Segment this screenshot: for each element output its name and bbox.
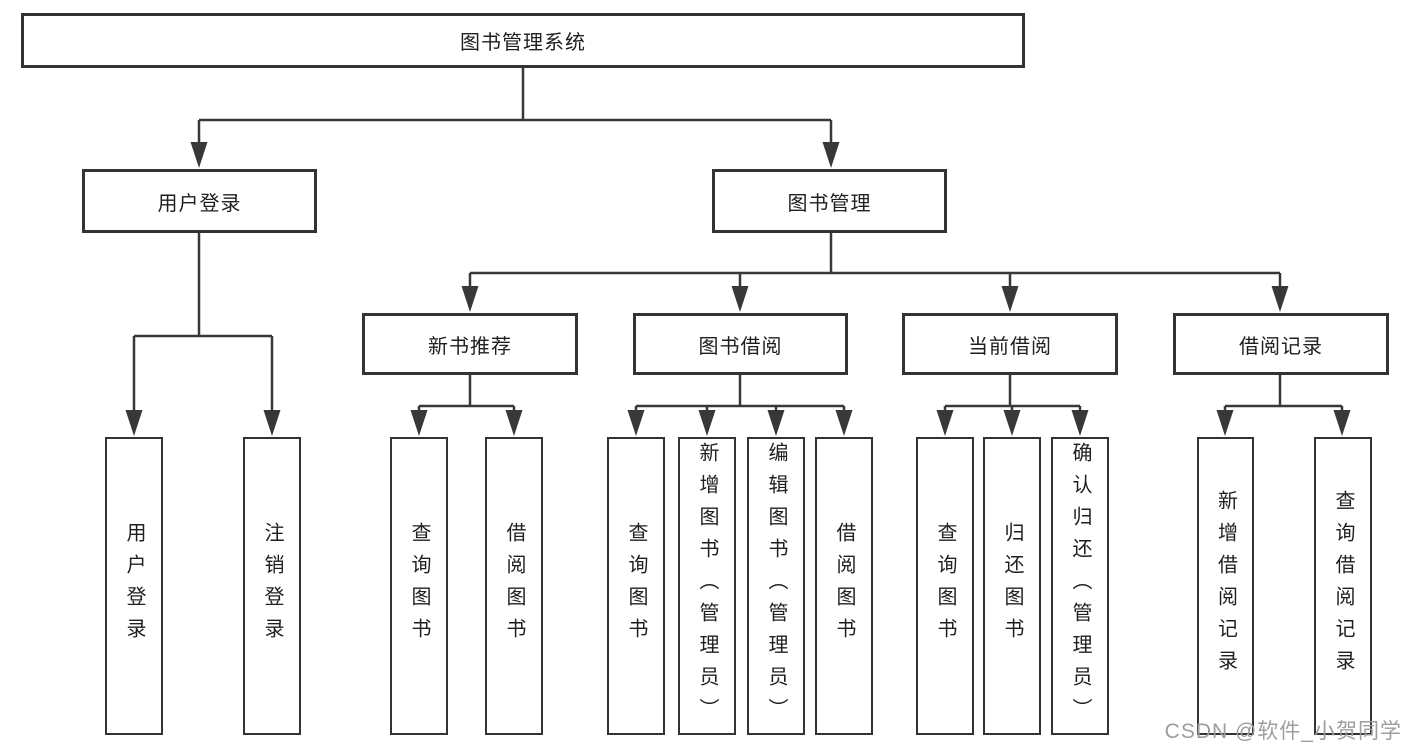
node-user-login: 用户登录 <box>82 169 317 233</box>
leaf-query-books-recommend: 查询图书 <box>390 437 448 735</box>
leaf-query-books-borrow: 查询图书 <box>607 437 665 735</box>
leaf-add-borrow-record: 新增借阅记录 <box>1197 437 1254 735</box>
leaf-logout: 注销登录 <box>243 437 301 735</box>
leaf-confirm-return-admin: 确认归还（管理员） <box>1051 437 1109 735</box>
leaf-return-books: 归还图书 <box>983 437 1041 735</box>
leaf-user-login: 用户登录 <box>105 437 163 735</box>
leaf-query-borrow-record: 查询借阅记录 <box>1314 437 1372 735</box>
leaf-borrow-books-recommend: 借阅图书 <box>485 437 543 735</box>
leaf-add-book-admin: 新增图书（管理员） <box>678 437 736 735</box>
leaf-borrow-books: 借阅图书 <box>815 437 873 735</box>
node-current-borrow: 当前借阅 <box>902 313 1118 375</box>
node-new-book-recommend: 新书推荐 <box>362 313 578 375</box>
leaf-edit-book-admin: 编辑图书（管理员） <box>747 437 805 735</box>
node-book-management: 图书管理 <box>712 169 947 233</box>
node-borrow-records: 借阅记录 <box>1173 313 1389 375</box>
csdn-watermark: CSDN @软件_小贺同学 <box>1164 720 1402 743</box>
arrowheads <box>125 142 1351 436</box>
leaf-query-books-current: 查询图书 <box>916 437 974 735</box>
node-book-borrow: 图书借阅 <box>633 313 848 375</box>
node-root-system: 图书管理系统 <box>21 13 1025 68</box>
